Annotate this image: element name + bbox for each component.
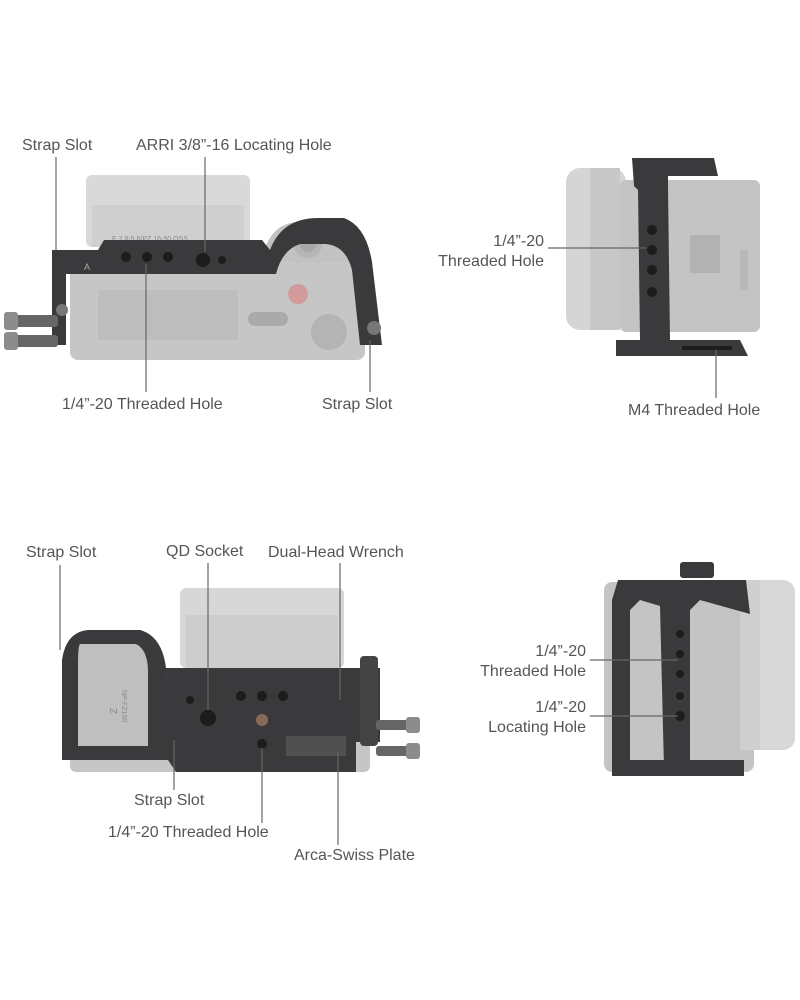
callout-threaded-hole-side-line1: 1/4”-20 <box>493 233 544 250</box>
cage-side-left-frame <box>612 562 750 776</box>
camera-top-silhouette: E 2.8-5.6/PZ 16-50 OSS <box>70 175 365 360</box>
battery-marking-1: NP-FZ100 <box>120 690 127 722</box>
callout-qd-socket: QD Socket <box>166 543 244 560</box>
callout-strap-slot-bottom: Strap Slot <box>134 792 205 809</box>
cage-bottom-frame: Z NP-FZ100 <box>62 630 420 772</box>
callout-dual-head-wrench: Dual-Head Wrench <box>268 544 404 561</box>
lens-marking-text: E 2.8-5.6/PZ 16-50 OSS <box>112 236 188 243</box>
callout-threaded-hole-top: 1/4”-20 Threaded Hole <box>62 396 223 413</box>
side-right-leader-lines <box>548 247 717 398</box>
cage-side-frame <box>616 158 748 356</box>
side-right-view <box>548 158 760 398</box>
top-view-leader-lines <box>55 157 371 392</box>
cage-badge-marking: A <box>84 262 90 272</box>
camera-side-left-silhouette <box>604 580 795 772</box>
callout-arca-swiss-plate: Arca-Swiss Plate <box>294 847 415 864</box>
side-left-view <box>590 562 795 776</box>
callout-locating-hole-left-line2: Locating Hole <box>488 719 586 736</box>
bottom-view: Z NP-FZ100 <box>59 563 420 845</box>
callout-threaded-hole-side-line2: Threaded Hole <box>438 253 544 270</box>
callout-threaded-hole-left-line1: 1/4”-20 <box>535 643 586 660</box>
callout-arri-locating-hole: ARRI 3/8”-16 Locating Hole <box>136 137 332 154</box>
callout-threaded-hole-left-line2: Threaded Hole <box>480 663 586 680</box>
callout-locating-hole-left-line1: 1/4”-20 <box>535 699 586 716</box>
callout-m4-threaded-hole: M4 Threaded Hole <box>628 402 761 419</box>
cage-top-frame: A <box>4 218 382 350</box>
callout-strap-slot-bottom-top: Strap Slot <box>26 544 97 561</box>
callout-strap-slot-right: Strap Slot <box>322 396 393 413</box>
top-view: E 2.8-5.6/PZ 16-50 OSS A <box>4 157 382 392</box>
side-left-leader-lines <box>590 659 678 717</box>
callout-strap-slot-left: Strap Slot <box>22 137 93 154</box>
bottom-view-leader-lines <box>59 563 341 845</box>
battery-marking-0: Z <box>107 708 118 714</box>
callout-threaded-hole-bottom: 1/4”-20 Threaded Hole <box>108 824 269 841</box>
